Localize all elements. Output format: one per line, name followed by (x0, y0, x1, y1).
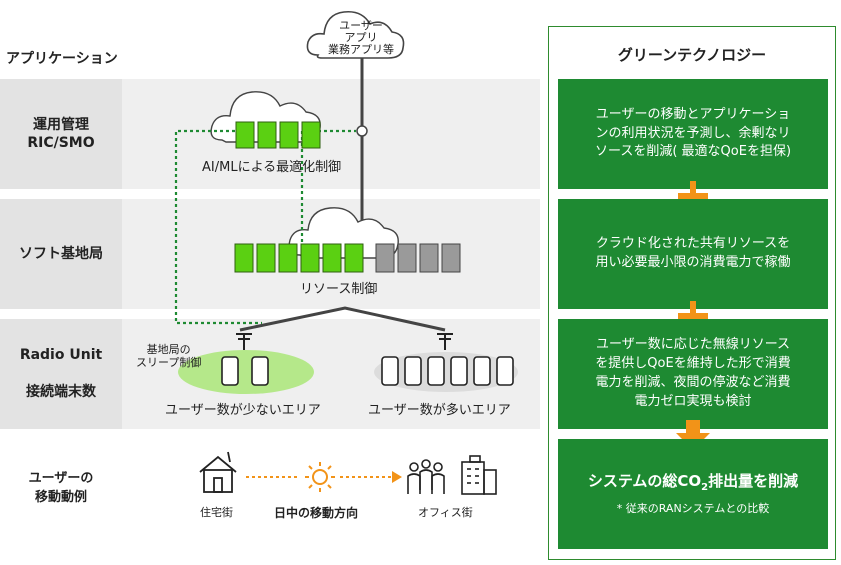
junction-node (356, 125, 368, 137)
green-box-1-line2: ンの利用状況を予測し、余剰なリ (595, 125, 791, 141)
cloud-top-line3: 業務アプリ等 (328, 43, 394, 57)
control-dotted-outer (174, 129, 262, 325)
resource-link-lines (239, 306, 446, 332)
aiml-servers (235, 121, 321, 149)
row-label-radio: Radio Unit 接続端末数 (0, 319, 122, 429)
phone-icon (427, 356, 445, 386)
result-pre: システムの総CO (587, 471, 702, 490)
aiml-server-1 (235, 121, 255, 149)
soft-server-1 (234, 243, 254, 273)
row-label-soft: ソフト基地局 (0, 199, 122, 309)
phone-icon (381, 356, 399, 386)
green-tech-panel (548, 26, 836, 560)
residential-label: 住宅街 (200, 506, 233, 519)
sun-icon (305, 462, 335, 492)
antenna-right-icon (437, 333, 453, 350)
green-tech-title: グリーンテクノロジー (617, 46, 767, 64)
phones-few (221, 356, 269, 386)
cloud-top-line2: アプリ (344, 31, 378, 45)
phones-many (381, 356, 514, 386)
green-box-2-line1: クラウド化された共有リソースを (595, 236, 791, 252)
soft-server-3 (278, 243, 298, 273)
soft-server-7 (375, 243, 395, 273)
green-box-2-line2: 用い必要最小限の消費電力で稼働 (595, 255, 791, 270)
house-icon (199, 451, 237, 493)
soft-server-2 (256, 243, 276, 273)
result-box: システムの総CO2排出量を削減 * 従来のRANシステムとの比較 (558, 439, 828, 549)
phone-icon (473, 356, 491, 386)
result-text: システムの総CO2排出量を削減 (588, 471, 798, 496)
row-label-movement-line2: 移動動例 (34, 489, 87, 505)
left-title: アプリケーション (6, 51, 118, 67)
plus-icon (678, 181, 708, 211)
result-post: 排出量を削減 (708, 471, 799, 490)
sleep-line2: スリープ制御 (136, 356, 202, 370)
phone-icon (404, 356, 422, 386)
soft-server-6 (344, 243, 364, 273)
green-box-2: クラウド化された共有リソースを 用い必要最小限の消費電力で稼働 (558, 199, 828, 309)
office-label: オフィス街 (418, 506, 473, 519)
cloud-top-label: ユーザー アプリ 業務アプリ等 (318, 19, 404, 57)
soft-server-9 (419, 243, 439, 273)
phone-icon (450, 356, 468, 386)
green-box-3-line4: 電力ゼロ実現も検討 (634, 393, 752, 409)
soft-server-8 (397, 243, 417, 273)
row-label-ops-line1: 運用管理 (33, 116, 89, 133)
sleep-control-label: 基地局の スリープ制御 (136, 343, 201, 369)
antenna-left-icon (236, 333, 252, 350)
top-cloud-icon (306, 10, 405, 59)
direction-label: 日中の移動方向 (274, 506, 359, 520)
phone-icon (251, 356, 269, 386)
row-label-terminals: 接続端末数 (26, 384, 96, 401)
green-box-3-line2: を提供しQoEを維持した形で消費 (595, 356, 791, 372)
green-box-3-line1: ユーザー数に応じた無線リソース (595, 337, 791, 353)
row-label-movement-line1: ユーザーの (28, 471, 94, 486)
cloud-top-line1: ユーザー (339, 19, 383, 32)
phone-icon (221, 356, 239, 386)
result-sub: 2 (701, 481, 709, 493)
row-label-movement: ユーザーの 移動動例 (0, 470, 122, 508)
aiml-server-3 (279, 121, 299, 149)
soft-server-10 (441, 243, 461, 273)
movement-arrow-head (392, 471, 402, 483)
green-box-3-line3: 電力を削減、夜間の停波など消費 (595, 375, 791, 390)
aiml-server-4 (301, 121, 321, 149)
plus-icon (678, 301, 708, 331)
resource-control-label: リソース制御 (300, 282, 378, 297)
office-building-icon (461, 455, 497, 495)
row-label-radio-unit: Radio Unit (19, 347, 103, 364)
soft-servers (234, 243, 461, 273)
result-note: * 従来のRANシステムとの比較 (616, 502, 770, 516)
sleep-line1: 基地局の (146, 343, 191, 356)
few-users-label: ユーザー数が少ないエリア (165, 403, 321, 418)
row-label-ops: 運用管理 RIC/SMO (0, 79, 122, 189)
aiml-label: AI/MLによる最適化制御 (202, 160, 342, 175)
people-icon (407, 459, 445, 494)
soft-server-5 (322, 243, 342, 273)
soft-server-4 (300, 243, 320, 273)
row-label-ops-line2: RIC/SMO (27, 135, 95, 151)
green-box-3: ユーザー数に応じた無線リソース を提供しQoEを維持した形で消費 電力を削減、夜… (558, 319, 828, 429)
green-box-1-line1: ユーザーの移動とアプリケーショ (595, 106, 791, 122)
green-box-1-line3: ソースを削減( 最適なQoEを担保) (594, 144, 792, 160)
phone-icon (496, 356, 514, 386)
many-users-label: ユーザー数が多いエリア (368, 403, 511, 418)
few-users-area (178, 350, 314, 394)
aiml-server-2 (257, 121, 277, 149)
row-label-soft-text: ソフト基地局 (19, 245, 103, 262)
green-box-1: ユーザーの移動とアプリケーショ ンの利用状況を予測し、余剰なリ ソースを削減( … (558, 79, 828, 189)
